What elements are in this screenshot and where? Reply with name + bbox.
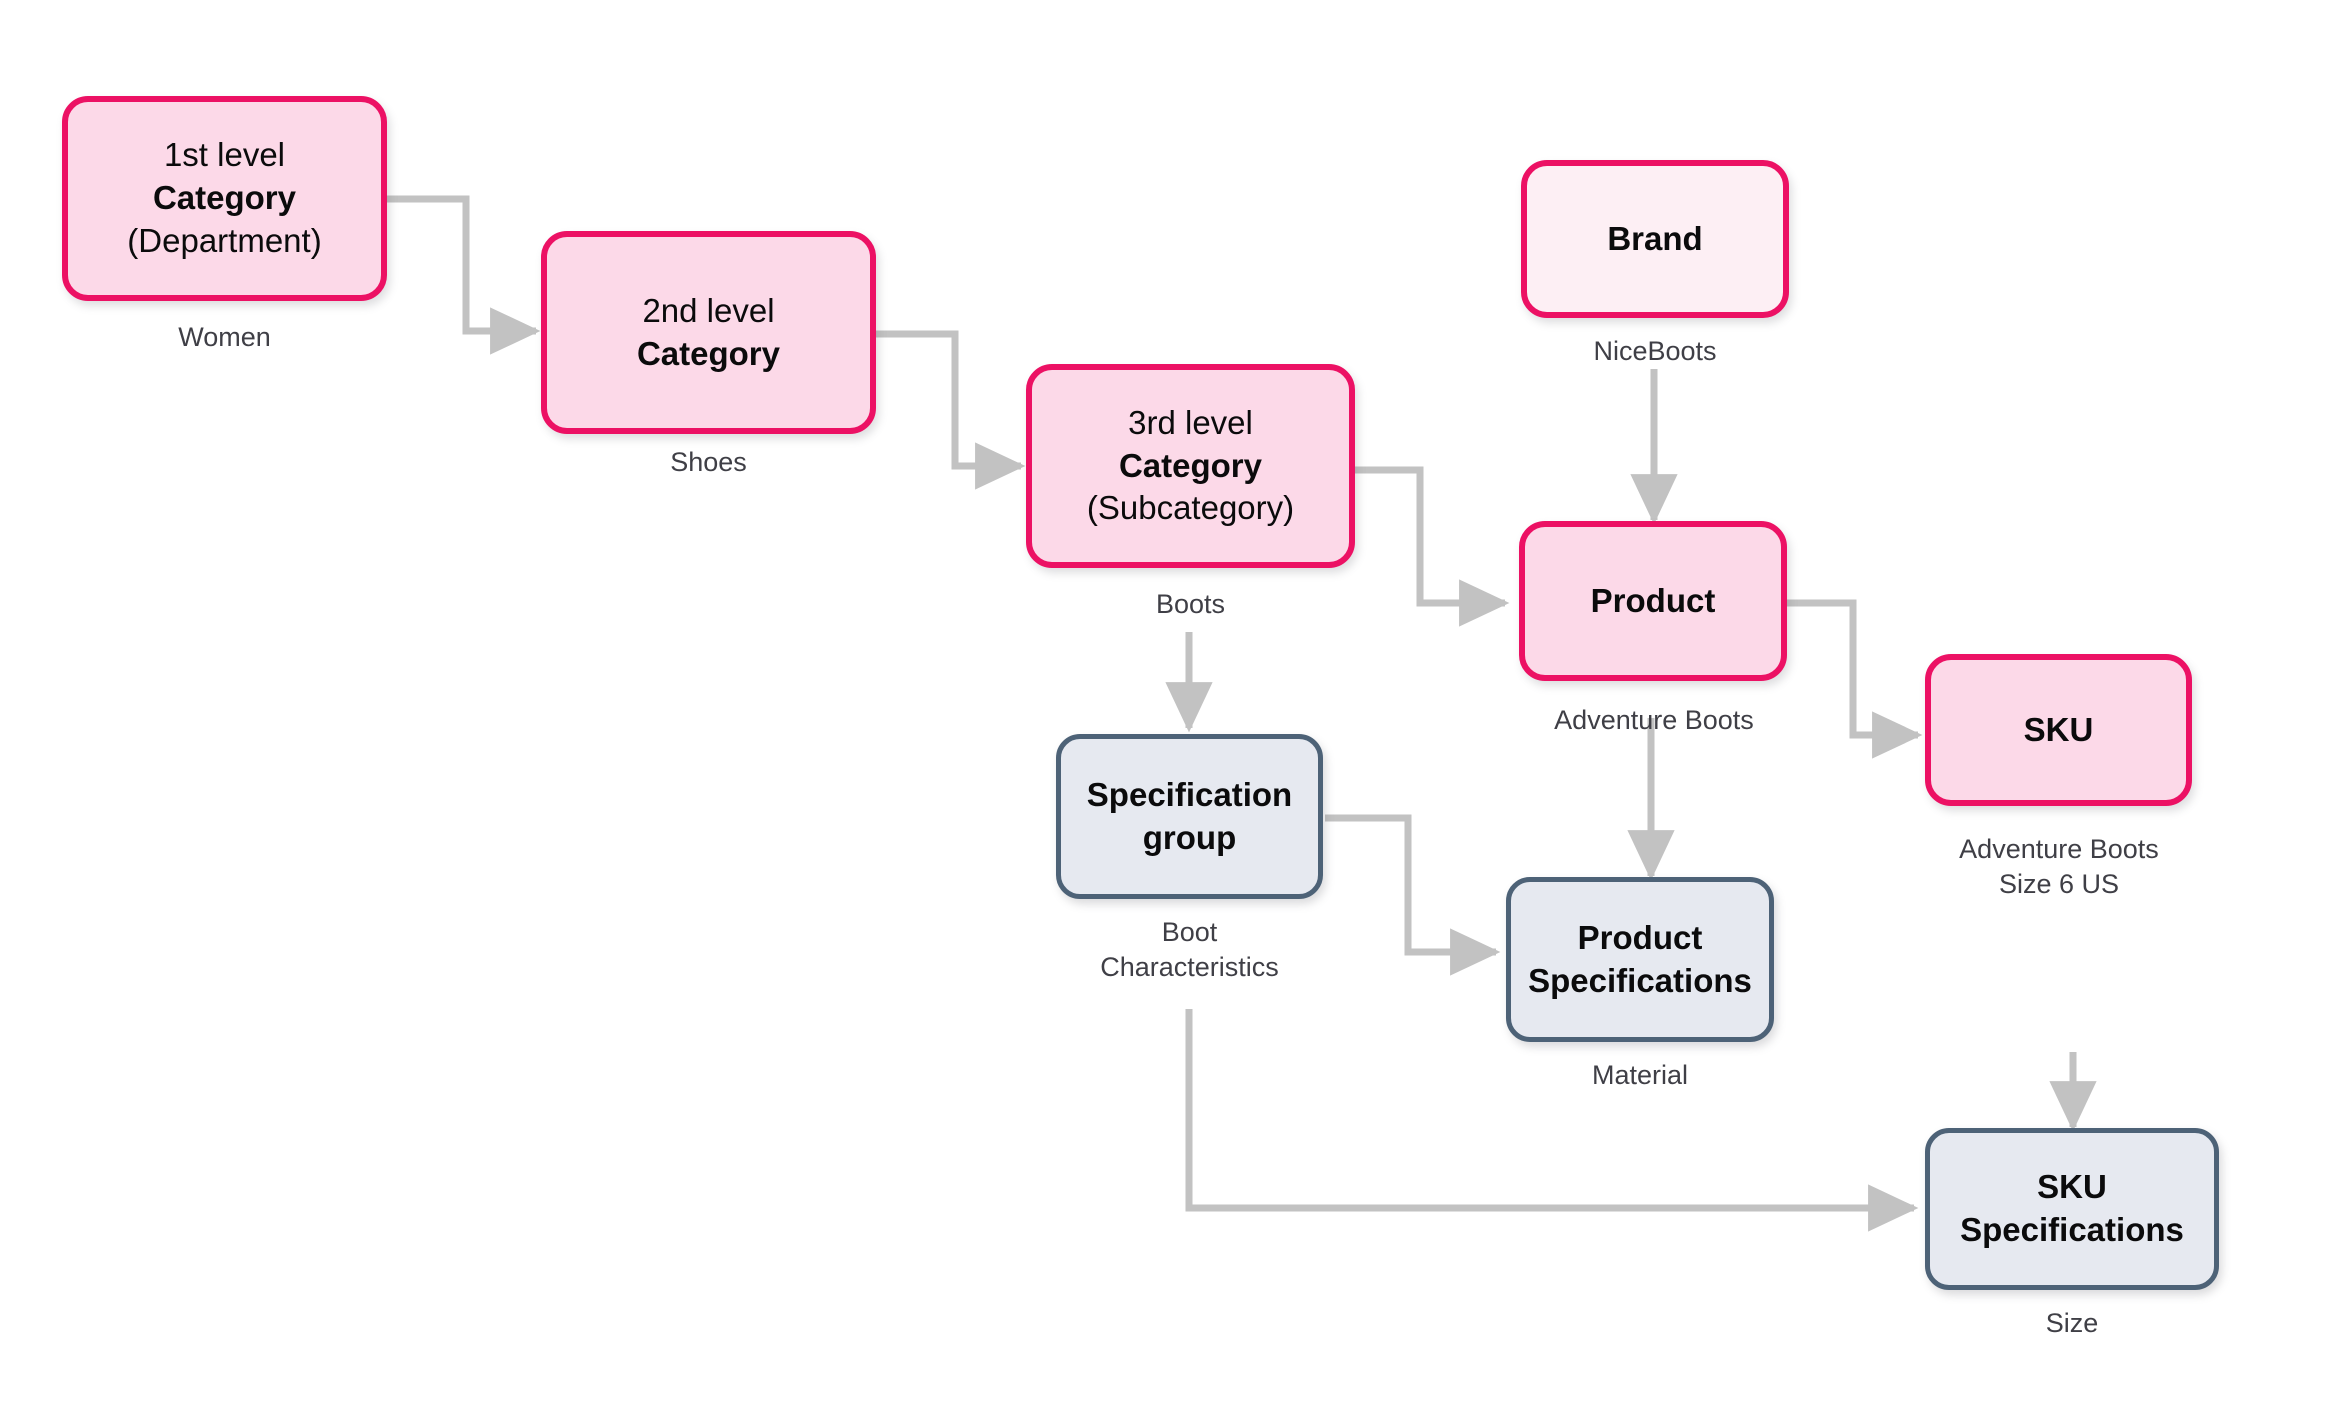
node-specification-group-line1: Specification (1086, 775, 1293, 813)
node-sku-specifications-line2: Specifications (1960, 1211, 2184, 1248)
node-product[interactable]: Product (1519, 521, 1787, 681)
caption-specification-group: Boot Characteristics (1100, 917, 1279, 983)
node-product-specifications-line1: Product (1577, 918, 1703, 956)
caption-product-specifications: Material (1591, 1060, 1689, 1090)
node-category-1st-level-line2: Category (152, 179, 297, 217)
node-category-2nd-level[interactable]: 2nd level Category (541, 231, 876, 434)
node-product-specifications[interactable]: Product Specifications (1506, 877, 1774, 1042)
node-category-3rd-level-line1: 3rd level (1128, 403, 1253, 441)
node-sku-specifications-text: SKU Specifications (1948, 1166, 2196, 1252)
node-brand[interactable]: Brand (1521, 160, 1789, 318)
node-product-specifications-line2: Specifications (1528, 961, 1752, 999)
node-category-3rd-level[interactable]: 3rd level Category (Subcategory) (1026, 364, 1355, 568)
edge-spec-group-to-product-specs (1325, 814, 1501, 976)
caption-category-3rd-level: Boots (1155, 589, 1226, 619)
node-sku-line1: SKU (2023, 710, 2094, 748)
node-category-2nd-level-line2: Category (636, 334, 781, 372)
node-category-1st-level-line1: 1st level (163, 136, 286, 174)
edge-category3-to-product (1355, 466, 1510, 627)
edge-category2-to-category3 (876, 330, 1026, 490)
edge-category1-to-category2 (387, 195, 541, 355)
node-category-1st-level[interactable]: 1st level Category (Department) (62, 96, 387, 301)
node-category-3rd-level-text: 3rd level Category (Subcategory) (1075, 402, 1306, 531)
node-product-text: Product (1579, 580, 1728, 623)
node-brand-text: Brand (1595, 218, 1714, 261)
node-category-2nd-level-text: 2nd level Category (625, 290, 792, 376)
caption-category-2nd-level: Shoes (670, 447, 747, 477)
caption-brand: NiceBoots (1593, 336, 1717, 366)
node-sku[interactable]: SKU (1925, 654, 2192, 806)
node-brand-line1: Brand (1607, 219, 1703, 257)
node-specification-group-line2: group (1142, 818, 1237, 856)
node-sku-specifications[interactable]: SKU Specifications (1925, 1128, 2219, 1290)
node-category-3rd-level-line3: (Subcategory) (1086, 489, 1295, 527)
caption-sku-specifications: Size (2045, 1308, 2099, 1338)
node-sku-text: SKU (2012, 709, 2106, 752)
node-specification-group[interactable]: Specification group (1056, 734, 1323, 899)
node-category-3rd-level-line2: Category (1118, 446, 1263, 484)
node-specification-group-text: Specification group (1075, 774, 1304, 860)
node-category-1st-level-line3: (Department) (127, 221, 322, 259)
node-category-2nd-level-line1: 2nd level (642, 291, 775, 329)
node-category-1st-level-text: 1st level Category (Department) (115, 134, 333, 263)
node-sku-specifications-line1: SKU (2037, 1168, 2107, 1206)
caption-product: Adventure Boots (1554, 705, 1754, 735)
caption-category-1st-level: Women (178, 322, 271, 352)
node-product-specifications-text: Product Specifications (1516, 917, 1764, 1003)
caption-sku: Adventure Boots Size 6 US (1959, 834, 2159, 900)
node-product-line1: Product (1590, 581, 1716, 619)
